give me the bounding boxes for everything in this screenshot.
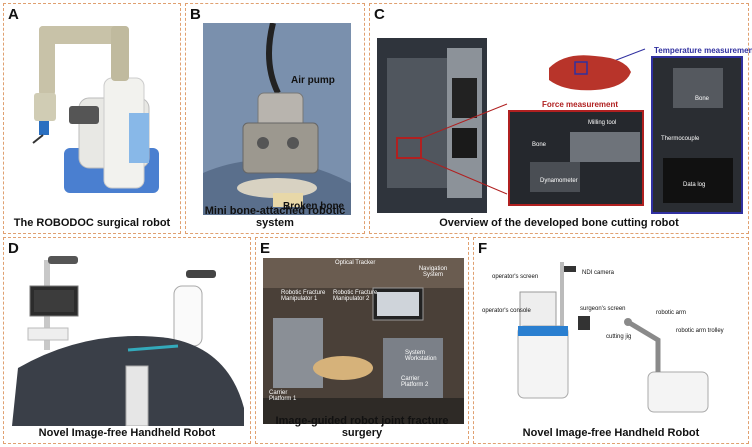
panel-e: E Optical Tracker Navigation System Robo…	[255, 237, 469, 444]
cutting-jig-label: cutting jig	[606, 334, 632, 340]
temperature-measurement-image: Bone Thermocouple Data log	[651, 56, 743, 214]
dynamometer-label: Dynamometer	[540, 178, 578, 184]
panel-e-caption: Image-guided robot joint fracture surger…	[275, 415, 449, 439]
panel-d: D Novel Image-free Handheld Robot	[3, 237, 251, 444]
panel-a-letter: A	[8, 6, 19, 23]
navigation-system-label: Navigation System	[418, 266, 448, 278]
panel-e-letter: E	[260, 240, 271, 257]
panel-f-caption: Novel Image-free Handheld Robot	[522, 427, 700, 439]
rfm1-label: Robotic Fracture Manipulator 1	[281, 290, 326, 302]
force-measurement-label: Force measurement	[542, 100, 619, 109]
panel-c-caption: Overview of the developed bone cutting r…	[439, 217, 679, 229]
panel-b: B Air pump Broken bone Mini bone-attache…	[185, 3, 365, 234]
bone-attached-robot-image: Air pump Broken bone	[203, 23, 351, 215]
broken-bone-label: Broken bone	[283, 201, 345, 212]
operators-console-label: operator's console	[482, 308, 531, 314]
fracture-surgery-image: Optical Tracker Navigation System Roboti…	[263, 258, 464, 424]
cutting-machine-image	[377, 38, 487, 213]
handheld-robot-f-image: operator's screen NDI camera operator's …	[478, 252, 746, 426]
air-pump-label: Air pump	[291, 75, 335, 86]
force-measurement-image: Bone Milling tool Dynamometer	[508, 110, 644, 206]
panel-b-letter: B	[190, 6, 201, 23]
robodoc-robot-image	[19, 18, 169, 208]
panel-d-letter: D	[8, 240, 19, 257]
panel-b-caption: Mini bone-attached robotic system	[204, 205, 346, 229]
panel-d-caption: Novel Image-free Handheld Robot	[38, 427, 216, 439]
optical-tracker-label: Optical Tracker	[335, 260, 376, 266]
robotic-arm-label: robotic arm	[656, 310, 687, 316]
panel-f: F operator's screen NDI camera operator'…	[473, 237, 749, 444]
bone-label-c: Bone	[532, 142, 547, 148]
handheld-robot-d-image	[8, 248, 248, 426]
operators-screen-label: operator's screen	[492, 274, 539, 280]
rfm2-label: Robotic Fracture Manipulator 2	[333, 290, 378, 302]
bone-sample-image	[545, 48, 635, 96]
system-workstation-label: System Workstation	[405, 350, 437, 362]
panel-a-caption: The ROBODOC surgical robot	[13, 217, 171, 229]
milling-tool-label: Milling tool	[588, 120, 617, 126]
data-log-label: Data log	[683, 182, 706, 188]
bone-label-temp: Bone	[695, 96, 710, 102]
ndi-camera-label: NDI camera	[582, 270, 615, 276]
temperature-measurement-label: Temperature measurement	[654, 46, 752, 55]
robotic-arm-trolley-label: robotic arm trolley	[676, 328, 724, 334]
surgeons-screen-label: surgeon's screen	[580, 306, 626, 312]
panel-f-letter: F	[478, 240, 488, 257]
carrier-platform-1-label: Carrier Platform 1	[269, 390, 297, 402]
panel-a: A The ROBODOC surgical robot	[3, 3, 181, 234]
carrier-platform-2-label: Carrier Platform 2	[401, 376, 429, 388]
panel-c: C Force measurement Bone Milling tool Dy…	[369, 3, 752, 234]
panel-c-letter: C	[374, 6, 385, 23]
thermocouple-label: Thermocouple	[661, 136, 700, 142]
